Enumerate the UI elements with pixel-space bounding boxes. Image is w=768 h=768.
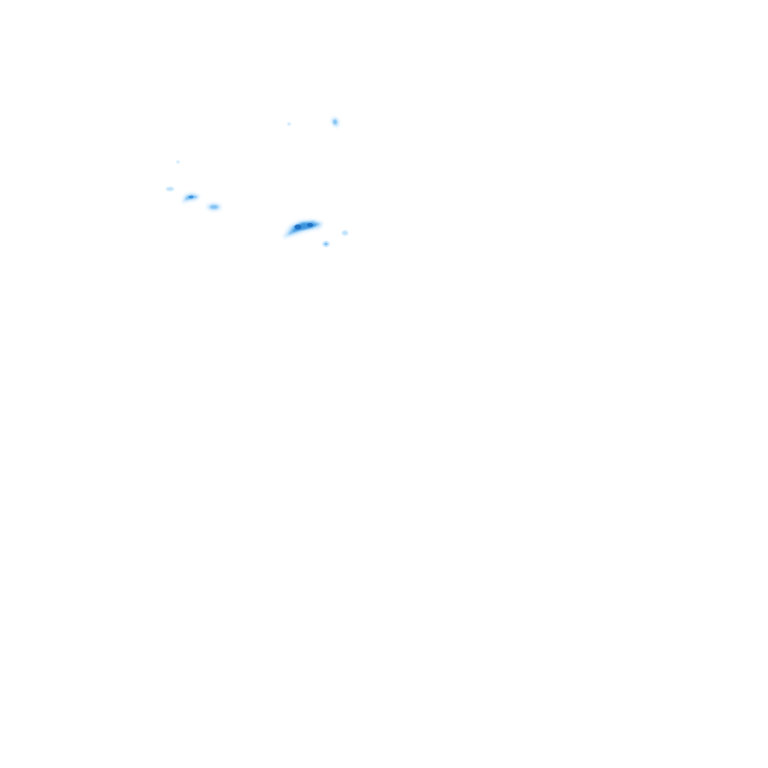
echo-small-west-2 [207,203,221,211]
echo-speck-south [322,241,330,247]
echo-cluster-central [283,220,323,238]
echo-small-north [331,117,339,127]
echo-cluster-west [166,187,200,203]
echo-speck-east [342,230,348,236]
echo-speck-far-west [176,122,291,164]
